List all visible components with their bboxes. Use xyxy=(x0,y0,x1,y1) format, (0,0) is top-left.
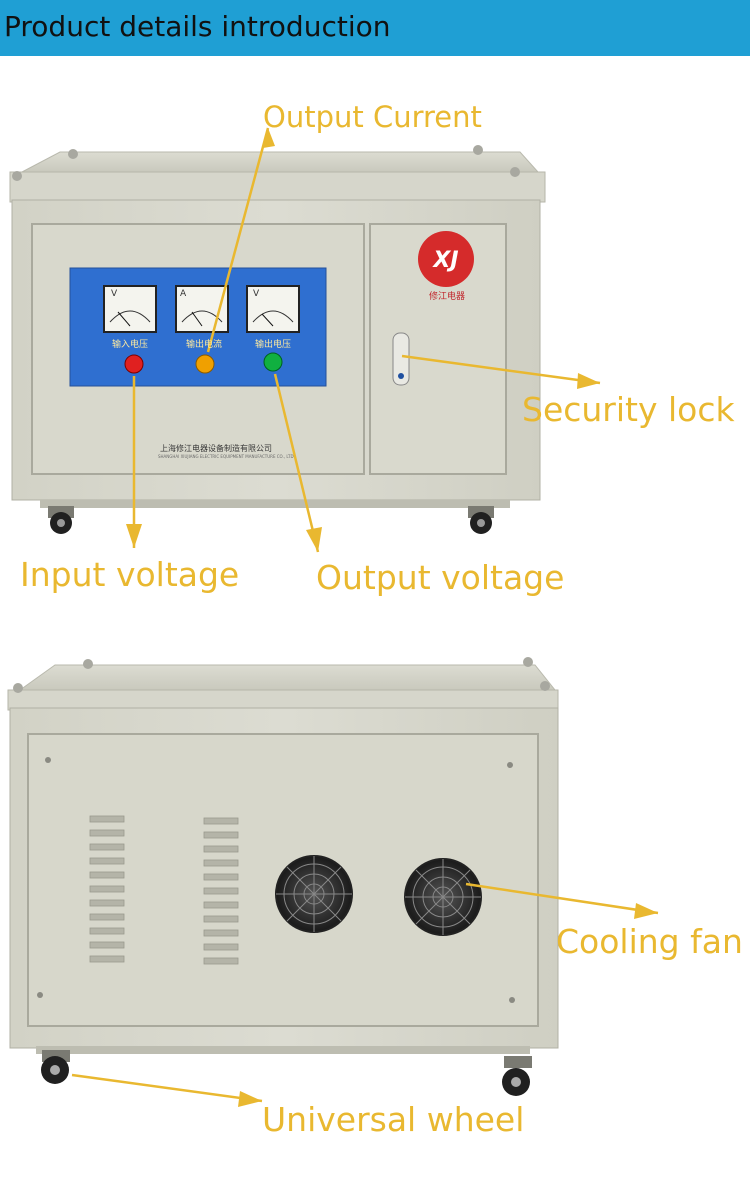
company-name: 上海修江电器设备制造有限公司 xyxy=(160,444,272,453)
page-title: Product details introduction xyxy=(4,10,391,43)
meter-unit-output-current: A xyxy=(180,289,187,299)
header-bar: Product details introduction xyxy=(0,0,750,56)
brand-subtitle: 修江电器 xyxy=(428,292,465,302)
meter-unit-input-voltage: V xyxy=(111,289,118,299)
meter-caption-output-voltage: 输出电压 xyxy=(255,340,292,350)
meter-caption-output-current: 输出电流 xyxy=(186,340,223,350)
back-arrows xyxy=(71,882,659,1107)
label-universal-wheel: Universal wheel xyxy=(262,1100,525,1139)
label-input-voltage: Input voltage xyxy=(20,555,240,594)
brand-logo: XJ xyxy=(433,248,459,273)
cooling-fan-left xyxy=(275,855,353,933)
meter-unit-output-voltage: V xyxy=(253,289,260,299)
front-arrows xyxy=(126,127,601,553)
front-unit xyxy=(9,145,546,534)
label-security-lock: Security lock xyxy=(522,390,735,429)
back-unit xyxy=(7,657,559,1096)
label-output-current: Output Current xyxy=(263,100,482,134)
label-cooling-fan: Cooling fan xyxy=(556,922,743,961)
label-output-voltage: Output voltage xyxy=(316,558,565,597)
cooling-fan-right xyxy=(404,858,482,936)
meter-caption-input-voltage: 输入电压 xyxy=(112,340,149,350)
company-name-en: SHANGHAI XIUJIANG ELECTRIC EQUIPMENT MAN… xyxy=(158,454,294,459)
